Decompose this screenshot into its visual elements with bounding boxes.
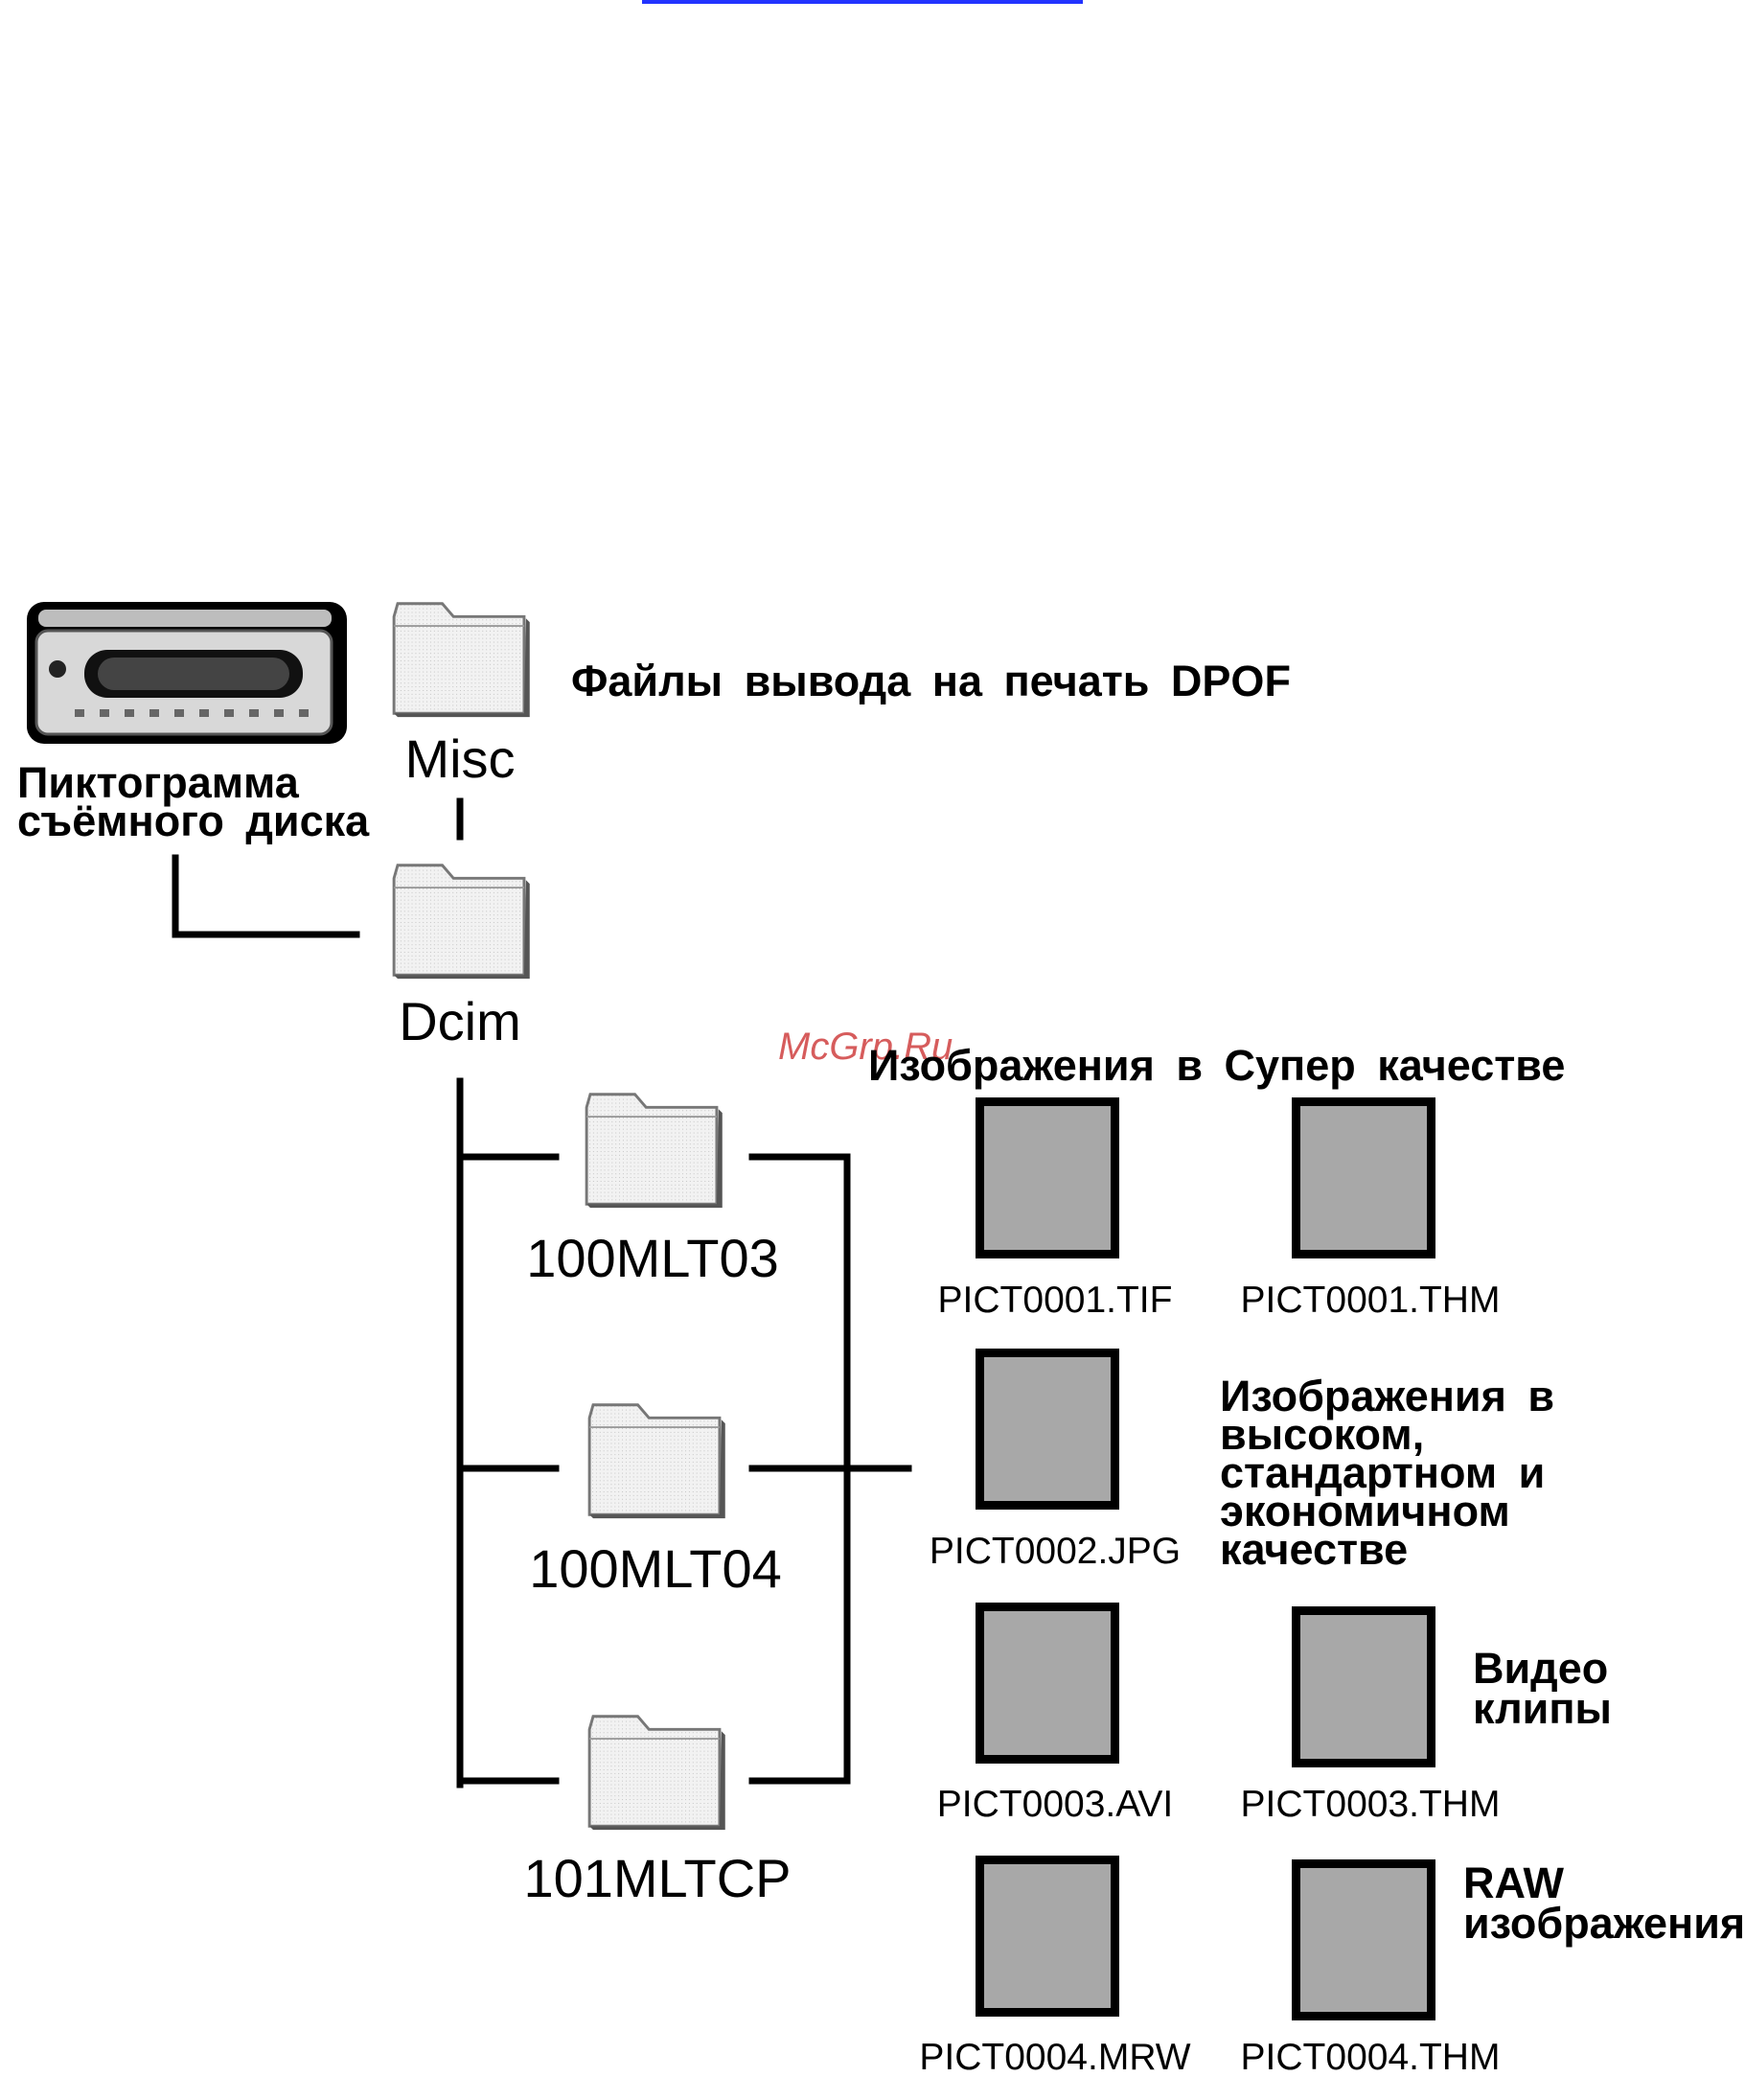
file-label-mrw: PICT0004.MRW bbox=[919, 2037, 1191, 2078]
file-icon-thm1[interactable] bbox=[1292, 1097, 1435, 1258]
video-caption-line2: клипы bbox=[1473, 1684, 1612, 1733]
file-icon-thm4[interactable] bbox=[1292, 1859, 1435, 2020]
std-quality-caption-line2: высоком, bbox=[1220, 1410, 1425, 1459]
drive-label-line1: Пиктограмма bbox=[17, 758, 299, 807]
watermark: McGrp.Ru bbox=[778, 1026, 953, 1068]
drive-label-line2: съёмного диска bbox=[17, 796, 370, 845]
std-quality-caption-line3: стандартном и bbox=[1220, 1448, 1546, 1497]
file-label-thm1: PICT0001.THM bbox=[1240, 1280, 1501, 1321]
file-label-thm4: PICT0004.THM bbox=[1240, 2037, 1501, 2078]
std-quality-caption-line5: качестве bbox=[1220, 1525, 1409, 1574]
std-quality-caption-line1: Изображения в bbox=[1220, 1372, 1554, 1420]
dcim-folder-label: Dcim bbox=[399, 991, 521, 1051]
folder-100mlt03-icon[interactable] bbox=[579, 1087, 726, 1212]
file-label-avi: PICT0003.AVI bbox=[936, 1784, 1174, 1825]
dcim-folder-icon[interactable] bbox=[386, 858, 534, 982]
video-caption-line1: Видео bbox=[1473, 1644, 1609, 1693]
folder-101mltcp-label: 101MLTCP bbox=[523, 1848, 792, 1908]
file-icon-jpg[interactable] bbox=[976, 1349, 1119, 1510]
raw-caption-line2: изображения bbox=[1463, 1899, 1745, 1948]
top-link-underline bbox=[642, 0, 1083, 4]
file-label-tif: PICT0001.TIF bbox=[937, 1280, 1173, 1321]
misc-folder-label: Misc bbox=[404, 728, 516, 789]
misc-folder-icon[interactable] bbox=[386, 596, 534, 721]
file-icon-tif[interactable] bbox=[976, 1097, 1119, 1258]
removable-disk-icon bbox=[27, 602, 347, 744]
folder-100mlt04-label: 100MLT04 bbox=[529, 1538, 782, 1599]
folder-100mlt03-label: 100MLT03 bbox=[526, 1228, 779, 1288]
std-quality-caption-line4: экономичном bbox=[1220, 1487, 1510, 1535]
file-icon-mrw[interactable] bbox=[976, 1856, 1119, 2017]
file-label-thm3: PICT0003.THM bbox=[1240, 1784, 1501, 1825]
file-icon-avi[interactable] bbox=[976, 1603, 1119, 1764]
dpof-caption: Файлы вывода на печать DPOF bbox=[571, 657, 1291, 705]
raw-caption-line1: RAW bbox=[1463, 1858, 1564, 1907]
folder-100mlt04-icon[interactable] bbox=[582, 1397, 729, 1522]
connector-drive-dcim bbox=[172, 854, 360, 938]
file-icon-thm3[interactable] bbox=[1292, 1606, 1435, 1767]
file-label-jpg: PICT0002.JPG bbox=[929, 1531, 1182, 1572]
folder-101mltcp-icon[interactable] bbox=[582, 1709, 729, 1834]
super-quality-caption: Изображения в Супер качестве bbox=[868, 1041, 1566, 1090]
